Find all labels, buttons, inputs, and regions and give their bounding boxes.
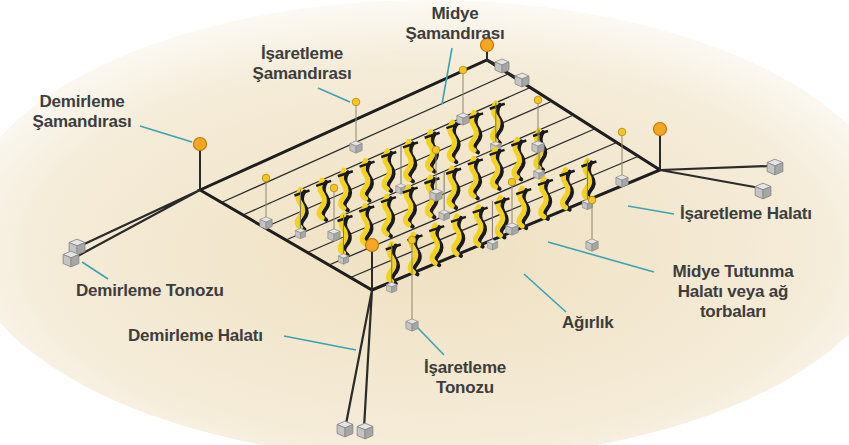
mussel-bar — [490, 104, 505, 109]
stroke — [492, 201, 493, 241]
part-label: İşaretleme Şamandırası — [232, 44, 372, 84]
marker-buoy — [618, 128, 626, 136]
mussel-bar — [381, 152, 396, 157]
long-line — [222, 74, 509, 203]
long-line — [329, 143, 617, 266]
stroke — [444, 171, 445, 211]
mussel-bar — [581, 161, 596, 166]
mussel-bar — [511, 140, 526, 145]
stroke — [334, 188, 335, 230]
marker-block — [457, 113, 469, 125]
marker-buoy — [352, 98, 360, 106]
marker-block — [616, 175, 628, 187]
mussel-bar — [560, 171, 575, 176]
stroke — [391, 244, 392, 284]
mooring-blocks — [63, 59, 783, 439]
mussel-bar — [468, 159, 483, 164]
weight-block — [487, 240, 498, 251]
stroke — [495, 103, 496, 143]
part-label: Demirleme Şamandırası — [12, 92, 152, 132]
stroke — [512, 182, 513, 224]
mussel-bar — [516, 189, 531, 194]
farm-frame — [200, 60, 660, 290]
part-label: İşaretleme Halatı — [680, 204, 840, 224]
mussel-bar — [490, 150, 505, 155]
mussel-bar — [381, 197, 396, 202]
marker-buoy — [508, 178, 516, 186]
stroke — [622, 132, 623, 176]
mussel-bar — [446, 169, 461, 174]
part-label: Demirleme Halatı — [128, 326, 288, 346]
long-line — [286, 115, 574, 240]
mussel-bar — [533, 131, 548, 136]
marker-buoy — [262, 174, 270, 182]
mussel-bar — [468, 113, 483, 118]
mussel-bar — [538, 180, 553, 185]
marker-block — [586, 239, 598, 251]
part-label: Midye Şamandırası — [395, 4, 515, 44]
stroke — [300, 190, 301, 230]
marker-buoy — [330, 184, 338, 192]
stroke — [266, 178, 267, 218]
stroke — [400, 145, 401, 185]
mussel-bar — [360, 162, 375, 167]
marker-block — [328, 229, 340, 241]
stroke — [436, 150, 437, 190]
stroke — [538, 100, 539, 142]
farm-lines — [200, 60, 660, 290]
weight-block — [295, 228, 306, 239]
weight-block — [386, 282, 397, 293]
marker-buoy — [408, 236, 416, 244]
mussel-ropes — [294, 103, 596, 293]
stroke — [587, 160, 588, 200]
mussel-bar — [338, 171, 353, 176]
stroke — [356, 102, 357, 142]
mussel-bar — [294, 191, 309, 196]
part-label: Demirleme Tonozu — [76, 281, 266, 301]
marker-block — [430, 189, 442, 201]
marker-buoys — [260, 66, 628, 331]
marker-block — [506, 223, 518, 235]
mussel-bar — [473, 208, 488, 213]
mussel-bar — [386, 245, 401, 250]
mussel-bar — [316, 181, 331, 186]
mussel-bar — [403, 142, 418, 147]
stroke — [343, 215, 344, 255]
mussel-bar — [451, 217, 466, 222]
leader-lines — [82, 48, 674, 355]
weight-block — [338, 254, 349, 265]
mooring-buoy-balls — [194, 39, 667, 252]
mussel-bar — [403, 188, 418, 193]
mooring-lines — [74, 60, 770, 428]
part-label: Ağırlık — [562, 313, 642, 333]
marker-buoy — [588, 196, 596, 204]
mussel-bar — [338, 216, 353, 221]
marker-buoy — [459, 66, 467, 74]
marker-block — [260, 217, 272, 229]
marker-block — [532, 141, 544, 153]
mussel-bar — [424, 178, 439, 183]
stroke — [412, 240, 413, 320]
marker-block — [406, 319, 418, 331]
weight-block — [439, 210, 450, 221]
part-label: Midye Tutunma Halatı veya ağ torbaları — [658, 262, 808, 322]
marker-buoy — [432, 146, 440, 154]
marker-buoy — [534, 96, 542, 104]
stroke — [463, 70, 464, 114]
mussel-bar — [494, 198, 509, 203]
part-label: İşaretleme Tonozu — [400, 358, 530, 398]
stroke — [592, 200, 593, 240]
mussel-bar — [425, 133, 440, 138]
mussel-bar — [359, 207, 374, 212]
mussel-bar — [429, 226, 444, 231]
marker-block — [350, 141, 362, 153]
